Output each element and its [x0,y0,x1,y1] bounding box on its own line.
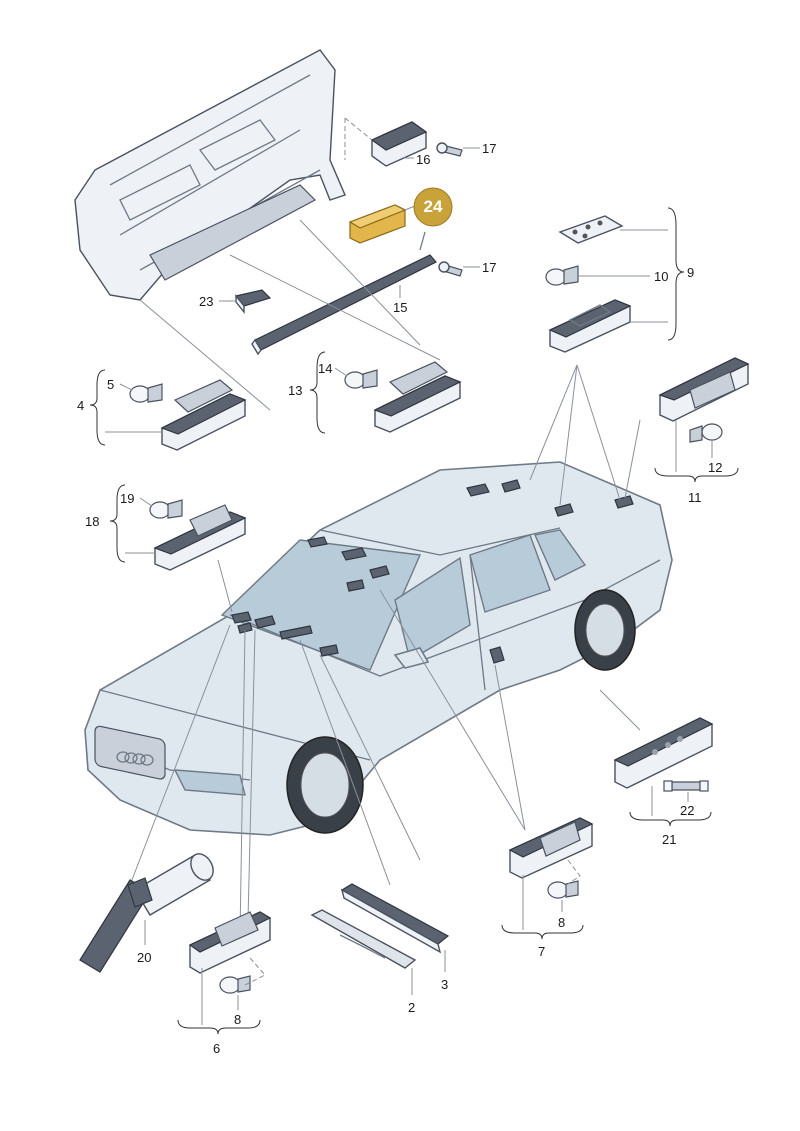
callout-8-right: 8 [558,915,566,930]
callout-16: 16 [416,152,431,167]
bulb-8-right [547,880,579,899]
callout-21: 21 [662,832,677,847]
callout-13: 13 [288,383,303,398]
callout-6: 6 [213,1041,221,1056]
part-21-lamp [613,717,714,789]
part-13-lamp [373,361,462,433]
callout-24: 24 [423,197,443,216]
callout-12: 12 [708,460,723,475]
callout-20: 20 [137,950,152,965]
callout-24-badge [413,187,453,227]
bulb-10 [545,265,579,286]
bulb-8-left [219,975,251,994]
callout-23: 23 [199,294,214,309]
part-18-lamp [153,504,247,571]
callout-8-left: 8 [234,1012,242,1027]
bulb-12 [689,423,723,443]
part-4-lamp [160,379,247,451]
part-7-lamp [508,817,594,879]
callout-17-top: 17 [482,141,497,156]
callout-7: 7 [538,944,546,959]
callout-9: 9 [687,265,695,280]
car-sedan [84,461,673,836]
part-24-highlighted [348,204,407,244]
part-20-flashlight [79,853,214,973]
bulb-19 [149,499,183,519]
callout-3: 3 [441,977,449,992]
bulb-22-festoon [663,780,709,792]
callout-18: 18 [85,514,100,529]
door-panel [74,49,346,301]
callout-11: 11 [688,490,702,505]
part-9-lamp-cover [558,215,624,244]
bulb-14 [344,369,378,389]
callout-14: 14 [318,361,333,376]
part-3-lamp [340,883,450,954]
callout-10: 10 [654,269,669,284]
callout-22: 22 [680,803,695,818]
callout-4: 4 [77,398,85,413]
part-15-light-strip [251,231,437,356]
callout-19: 19 [120,491,135,506]
callout-15: 15 [393,300,408,315]
callout-17-bottom: 17 [482,260,497,275]
part-23-switch [234,289,272,314]
screw-17-bottom [438,261,463,277]
callout-5: 5 [107,377,115,392]
callout-2: 2 [408,1000,416,1015]
part-11-lamp [658,357,750,422]
part-2-lens [310,909,417,969]
part-16-module [370,121,428,167]
screw-17-top [436,142,463,157]
part-9-lamp-housing [548,299,632,353]
bulb-5 [129,383,163,403]
part-6-lamp [188,911,272,974]
